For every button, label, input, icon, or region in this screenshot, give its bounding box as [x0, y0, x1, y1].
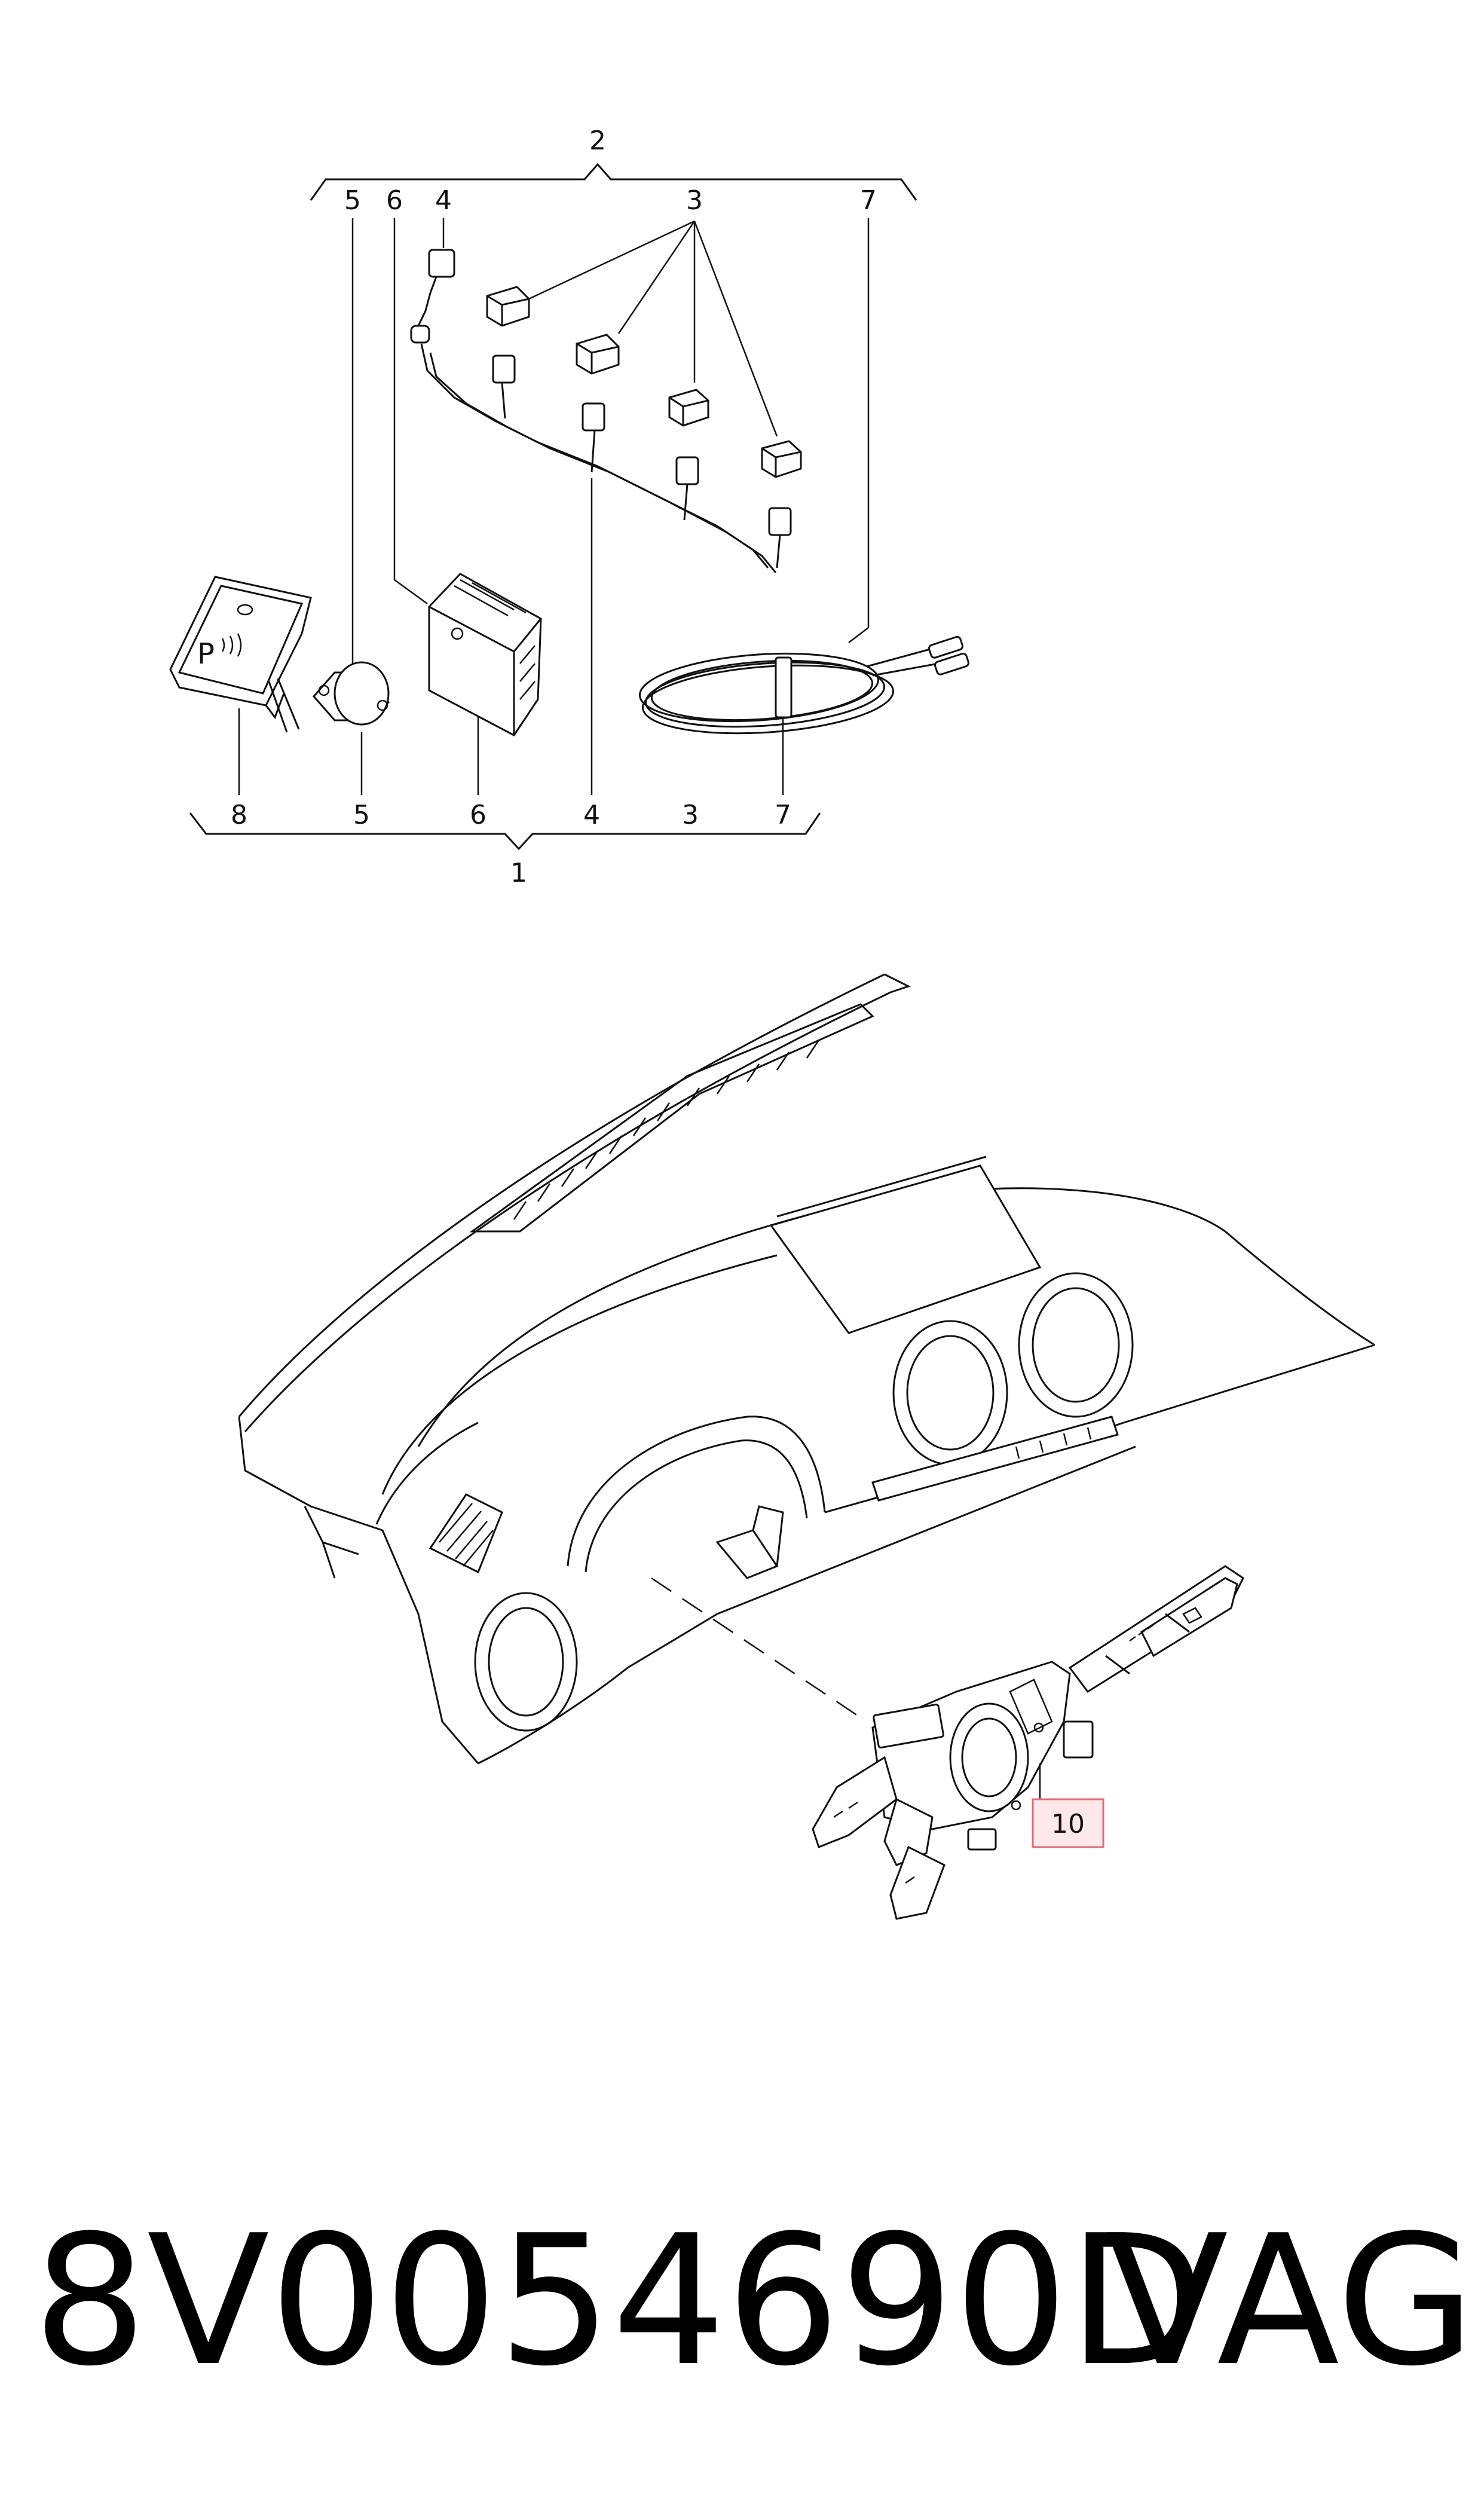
round-vent: [474, 1592, 578, 1732]
parking-sensor-icon: [761, 440, 802, 478]
bracket-1: 1: [189, 812, 821, 888]
parking-sensor-icon: [668, 389, 709, 427]
callout-6-bottom: 6: [470, 800, 486, 830]
control-unit-icon: [428, 573, 542, 736]
callout-7-top: 7: [860, 185, 877, 216]
parking-sensors: [486, 286, 802, 478]
brand-label: VAG: [1106, 2197, 1476, 2405]
callout-10: 10: [1051, 1809, 1085, 1839]
coiled-cable-icon: [638, 635, 969, 735]
callout-7-bottom: 7: [775, 800, 791, 830]
callout-5-bottom: 5: [353, 800, 370, 830]
dashboard-icon: [238, 973, 1375, 1765]
part-number: 8V0054690D: [33, 2197, 1207, 2405]
round-vent: [892, 1320, 1008, 1466]
parking-sensor-icon: [576, 334, 620, 375]
callout-1: 1: [510, 858, 527, 888]
buzzer-icon: [313, 661, 390, 726]
callout-3-bottom: 3: [682, 800, 699, 830]
bracket-2: 2: [310, 126, 917, 201]
callout-10-highlight: 10: [1032, 1763, 1104, 1848]
callout-5-top: 5: [344, 185, 361, 216]
wiring-harness: [410, 249, 792, 573]
steering-column-switch-icon: [812, 1565, 1244, 1920]
callout-6-top: 6: [386, 185, 403, 216]
callout-8: 8: [231, 800, 247, 830]
parking-sensor-icon: [486, 286, 530, 327]
leader-lines: [238, 218, 870, 795]
callout-2: 2: [589, 126, 606, 156]
callout-4-top: 4: [435, 185, 452, 216]
round-vent: [1018, 1272, 1134, 1418]
parking-sensor-button-icon: P: [169, 576, 312, 733]
callout-4-bottom: 4: [583, 800, 600, 830]
callout-3-top: 3: [686, 185, 703, 216]
svg-text:P: P: [197, 637, 215, 671]
